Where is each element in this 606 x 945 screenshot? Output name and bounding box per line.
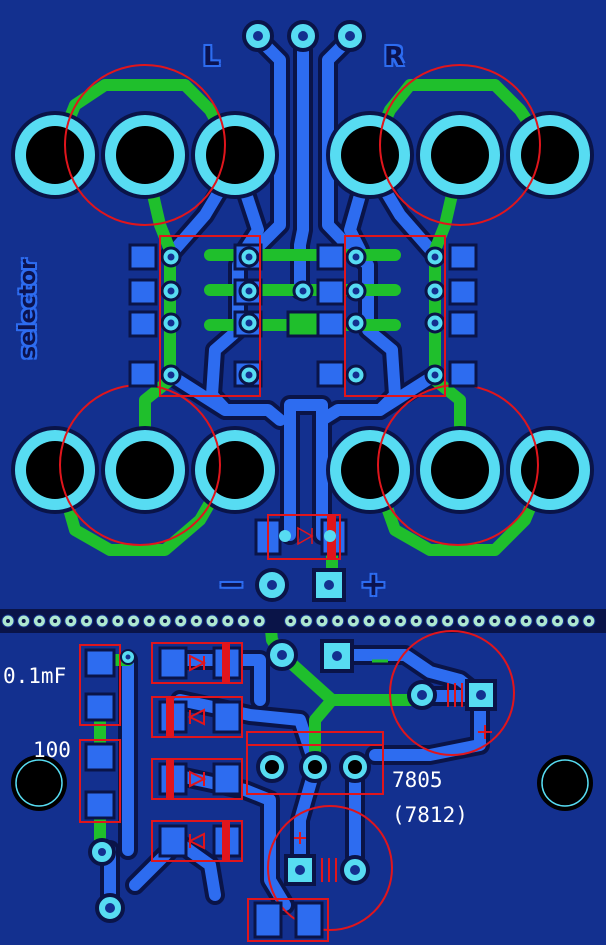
diode-array bbox=[151, 642, 243, 862]
header-pin bbox=[378, 614, 392, 628]
jack-pad bbox=[416, 111, 504, 199]
regulator-input-pads bbox=[266, 639, 388, 673]
header-pin bbox=[519, 614, 533, 628]
label-plus: + bbox=[360, 565, 387, 603]
header-pin bbox=[158, 614, 172, 628]
header-pin bbox=[48, 614, 62, 628]
header-pin bbox=[409, 614, 423, 628]
jack-pad bbox=[506, 426, 594, 514]
label-capacitor-value: 0.1mF bbox=[3, 664, 67, 688]
jack-pad bbox=[326, 426, 414, 514]
header-pin bbox=[64, 614, 78, 628]
header-pin bbox=[346, 614, 360, 628]
header-pin bbox=[1, 614, 15, 628]
header-pin bbox=[221, 614, 235, 628]
jack-pad bbox=[191, 426, 279, 514]
header-pin bbox=[127, 614, 141, 628]
header-pin bbox=[189, 614, 203, 628]
mounting-hole-left bbox=[11, 755, 67, 811]
label-selector: selector bbox=[16, 259, 41, 359]
mounting-hole-right bbox=[537, 755, 593, 811]
header-pin bbox=[551, 614, 564, 628]
jack-pad bbox=[191, 111, 279, 199]
jack-pad bbox=[101, 426, 189, 514]
header-pin bbox=[331, 614, 345, 628]
label-right-channel: R bbox=[384, 42, 405, 72]
label-left-channel: L bbox=[203, 42, 220, 72]
jack-pad bbox=[326, 111, 414, 199]
resistor-capacitor-pads bbox=[79, 644, 136, 823]
header-pin bbox=[142, 614, 156, 628]
header-pin bbox=[205, 614, 219, 628]
header-pin bbox=[441, 614, 455, 628]
header-pin bbox=[362, 614, 376, 628]
header-pin bbox=[95, 614, 109, 628]
voltage-regulator bbox=[246, 731, 384, 795]
header-pin bbox=[488, 614, 502, 628]
power-diode bbox=[254, 514, 348, 560]
relay-silkscreen-outlines bbox=[159, 235, 446, 397]
header-pin bbox=[299, 614, 313, 628]
label-minus: − bbox=[218, 565, 245, 603]
header-pin bbox=[237, 614, 250, 628]
header-pin bbox=[472, 614, 486, 628]
header-pin bbox=[17, 614, 31, 628]
jack-pad bbox=[11, 426, 99, 514]
header-pin bbox=[566, 614, 580, 628]
header-pin bbox=[111, 614, 125, 628]
label-regulator-part: 7805 bbox=[392, 768, 443, 792]
header-pin bbox=[284, 614, 298, 628]
header-pin bbox=[425, 614, 439, 628]
audio-input-header bbox=[242, 20, 366, 52]
electrolytic-capacitor-input bbox=[389, 630, 515, 756]
power-input-terminal bbox=[255, 568, 346, 602]
header-pin bbox=[503, 614, 517, 628]
header-pin bbox=[582, 614, 596, 628]
header-pin bbox=[252, 614, 266, 628]
electrolytic-capacitor-output bbox=[267, 805, 393, 931]
output-smd-pads bbox=[247, 898, 329, 942]
label-resistor-value: 100 bbox=[33, 738, 71, 762]
header-pin bbox=[315, 614, 329, 628]
header-pin bbox=[80, 614, 93, 628]
rotary-switch-pads bbox=[11, 111, 594, 514]
label-regulator-alt: (7812) bbox=[392, 803, 468, 827]
jack-pad bbox=[11, 111, 99, 199]
jack-pad bbox=[101, 111, 189, 199]
header-pin bbox=[174, 614, 188, 628]
pin-header-row bbox=[0, 609, 606, 633]
header-pin bbox=[456, 614, 470, 628]
header-pin bbox=[394, 614, 407, 628]
lower-left-pads bbox=[88, 838, 125, 923]
jack-pad bbox=[416, 426, 504, 514]
header-pin bbox=[32, 614, 46, 628]
header-pin bbox=[535, 614, 549, 628]
jack-pad bbox=[506, 111, 594, 199]
